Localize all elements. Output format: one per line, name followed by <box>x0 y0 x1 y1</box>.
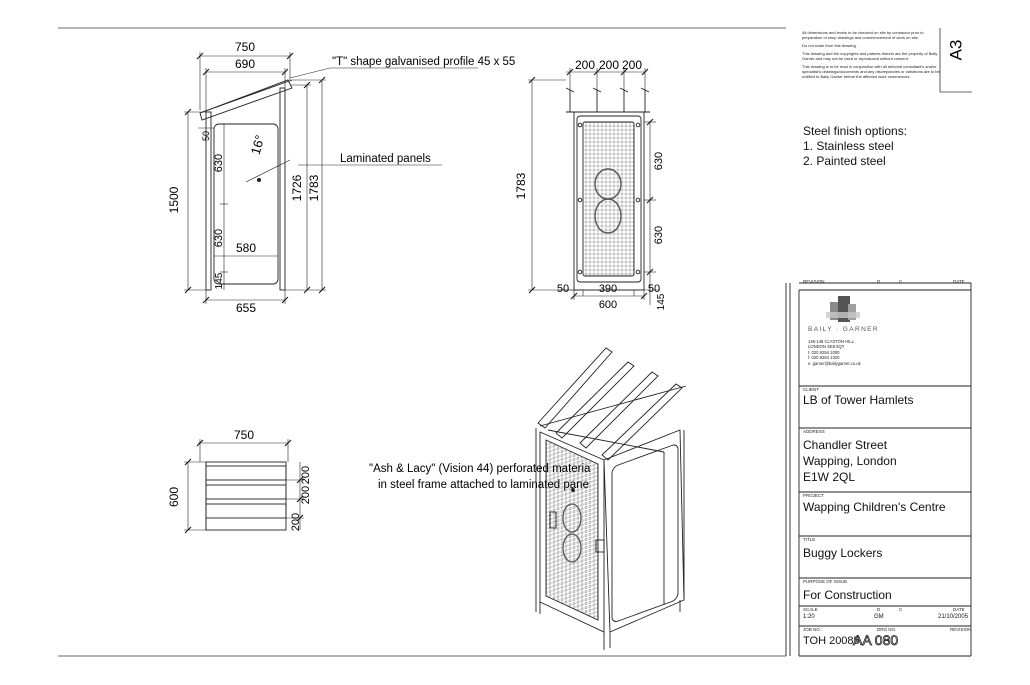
side-profile-label: "T" shape galvanised profile 45 x 55 <box>332 56 515 68</box>
front-dim-200-c: 200 <box>622 58 642 72</box>
revision-col-d: D <box>877 279 881 284</box>
company-phone: t. 020 8294 1000 <box>808 349 840 355</box>
side-angle-label: 16° <box>248 133 268 156</box>
date-label: DATE <box>953 607 965 612</box>
company-email: e. garner@bailygarner.co.uk <box>808 360 861 366</box>
plan-dim-200-a: 200 <box>300 466 312 484</box>
note-1: All dimensions and levels to be checked … <box>802 30 924 40</box>
finish-option-1: 1. Stainless steel <box>803 139 894 153</box>
drawing-number-label: DRG NO. <box>877 627 897 632</box>
job-number-value: TOH 20085 <box>803 635 860 647</box>
front-dim-1783: 1783 <box>514 172 528 199</box>
iso-label-line2: in steel frame attached to laminated pan… <box>378 479 589 491</box>
side-dim-1500: 1500 <box>167 186 181 213</box>
side-dim-630-bot: 630 <box>213 229 225 247</box>
side-dim-580: 580 <box>236 241 256 255</box>
address-line-2: Wapping, London <box>803 454 897 468</box>
isometric-view <box>535 347 687 650</box>
title-block-frame <box>785 282 972 657</box>
front-dim-ticks <box>528 68 654 300</box>
company-fax: f. 020 8294 1320 <box>808 355 840 361</box>
front-dim-50-right: 50 <box>648 283 660 295</box>
side-panels-label: Laminated panels <box>340 153 431 165</box>
side-dim-655: 655 <box>236 301 256 315</box>
drawing-notes: All dimensions and levels to be checked … <box>802 30 940 82</box>
purpose-value: For Construction <box>803 588 892 602</box>
side-dim-750: 750 <box>235 40 255 54</box>
note-3: This drawing and the copyrights and pate… <box>802 51 938 61</box>
plan-dim-200-b: 200 <box>300 486 312 504</box>
address-line-1: Chandler Street <box>803 438 888 452</box>
front-dim-200-b: 200 <box>599 58 619 72</box>
note-4: This drawing is to be read in conjunctio… <box>802 64 940 79</box>
plan-dim-ticks <box>184 439 304 534</box>
client-label: CLIENT <box>803 387 820 392</box>
plan-dimensions <box>184 439 304 531</box>
plan-dim-200-c: 200 <box>290 513 302 531</box>
checked-label: C <box>899 607 903 612</box>
revision-label: REVISION <box>803 279 825 284</box>
front-elevation <box>565 87 650 291</box>
sheet-size-label: A3 <box>946 40 965 61</box>
plan-view <box>205 461 287 531</box>
side-elevation <box>198 79 293 291</box>
finish-title: Steel finish options: <box>803 124 908 138</box>
title-label: TITLE <box>803 537 816 542</box>
address-line-3: E1W 2QL <box>803 470 856 484</box>
side-dim-ticks <box>184 52 326 304</box>
iso-label-line1: "Ash & Lacy" (Vision 44) perforated mate… <box>369 463 591 475</box>
front-dim-50-left: 50 <box>557 283 569 295</box>
company-name: BAILY · GARNER <box>808 326 880 333</box>
date-value: 21/10/2005 <box>938 614 969 620</box>
title-value: Buggy Lockers <box>803 546 883 560</box>
front-dim-630-top: 630 <box>653 152 665 170</box>
front-dim-600: 600 <box>599 299 617 311</box>
side-dimensions <box>184 52 326 304</box>
side-leader-lines <box>289 67 478 166</box>
side-dim-145: 145 <box>214 272 225 289</box>
side-dim-50: 50 <box>201 131 211 141</box>
client-value: LB of Tower Hamlets <box>803 393 914 407</box>
side-dim-1783: 1783 <box>307 174 321 201</box>
steel-finish-options: Steel finish options: 1. Stainless steel… <box>803 124 907 169</box>
revision-col-c: C <box>899 279 903 284</box>
front-dim-390: 390 <box>599 283 617 295</box>
drawing-number-value: AA 080 <box>853 632 899 649</box>
drawn-value: GM <box>874 614 884 620</box>
drawn-label: D <box>877 607 881 612</box>
front-dim-200-a: 200 <box>575 58 595 72</box>
company-address-line: LONDON SE8 5QY <box>808 344 845 350</box>
scale-label: SCALE <box>803 607 818 612</box>
note-2: Do not scale from this drawing. <box>802 43 857 48</box>
baily-garner-logo <box>826 296 860 322</box>
purpose-label: PURPOSE OF ISSUE <box>803 579 848 584</box>
front-dim-630-bot: 630 <box>653 226 665 244</box>
front-dim-145: 145 <box>656 293 667 310</box>
sheet-frame <box>58 27 972 657</box>
plan-dim-750: 750 <box>234 428 254 442</box>
job-number-label: JOB NO. <box>803 627 822 632</box>
address-block: Chandler Street Wapping, London E1W 2QL <box>803 437 897 485</box>
project-label: PROJECT <box>803 493 825 498</box>
side-dim-630-top: 630 <box>213 154 225 172</box>
revision-col-date: DATE <box>953 279 965 284</box>
company-address-line: 146-148 CLYSTON HILL <box>808 339 854 344</box>
project-value: Wapping Children's Centre <box>803 500 946 514</box>
company-address-block: 146-148 CLYSTON HILL LONDON SE8 5QY t. 0… <box>808 339 861 366</box>
scale-value: 1:20 <box>803 614 815 620</box>
side-dim-1726: 1726 <box>290 174 304 201</box>
address-label: ADDRESS <box>803 429 825 434</box>
finish-option-2: 2. Painted steel <box>803 154 886 168</box>
side-dim-690: 690 <box>235 57 255 71</box>
plan-dim-600: 600 <box>167 487 181 507</box>
drawing-revision-label: REVISION <box>950 627 972 632</box>
